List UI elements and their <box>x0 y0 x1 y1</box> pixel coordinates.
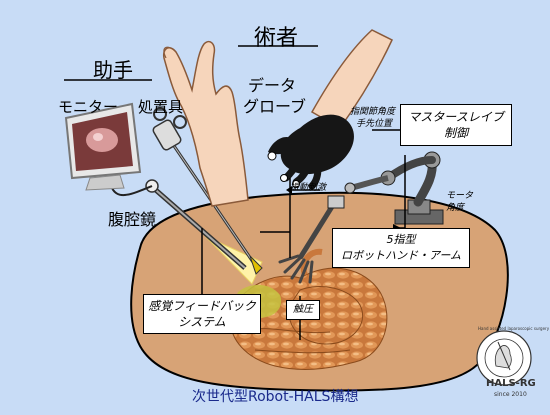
label-data-glove-2: グローブ <box>243 97 307 116</box>
surgeon-bare-hand <box>162 40 249 207</box>
label-joint-angle-2: 手先位置 <box>356 119 393 129</box>
logo-ring-text: Hand assisted laparoscopic surgery <box>478 326 550 331</box>
data-glove-drawing <box>267 114 354 190</box>
caption: 次世代型Robot-HALS構想 <box>192 389 359 405</box>
laparoscope-drawing <box>111 179 247 270</box>
box-sensory-feedback: 感覚フィードバック システム <box>143 294 261 334</box>
surgeon-arm <box>310 29 393 129</box>
box-sensory-feedback-line1: 感覚フィードバック <box>148 299 256 313</box>
label-motor-angle-2: 角度 <box>446 203 465 213</box>
robot-arm-drawing <box>278 151 444 284</box>
monitor-drawing <box>64 102 142 191</box>
logo-since: since 2010 <box>494 391 527 398</box>
hals-rg-logo <box>476 330 532 386</box>
logo-name: HALS-RG <box>486 378 536 389</box>
box-pressure-frame: 触圧 <box>286 300 320 320</box>
label-motor-angle-1: モータ <box>446 191 474 201</box>
box-master-slave-line2: 制御 <box>443 126 468 140</box>
box-master-slave-line1: マスタースレイブ <box>408 110 504 124</box>
label-surgeon: 術者 <box>254 26 299 51</box>
box-robot-hand: 5指型 ロボットハンド・アーム <box>332 228 470 268</box>
box-robot-hand-line2: ロボットハンド・アーム <box>340 249 461 262</box>
box-sensory-feedback-line2: システム <box>178 315 226 329</box>
label-data-glove-1: データ <box>248 76 297 95</box>
label-instrument: 処置具 <box>138 98 184 116</box>
label-vibration: 振動刺激 <box>290 183 327 193</box>
label-laparoscope: 腹腔鏡 <box>108 210 157 229</box>
label-monitor: モニター <box>58 98 119 116</box>
box-robot-hand-line1: 5指型 <box>386 233 416 246</box>
box-master-slave: マスタースレイブ 制御 <box>400 104 512 146</box>
label-joint-angle-1: 指関節角度 <box>350 107 396 117</box>
box-pressure-text: 触圧 <box>293 304 313 315</box>
label-assistant: 助手 <box>93 58 133 82</box>
